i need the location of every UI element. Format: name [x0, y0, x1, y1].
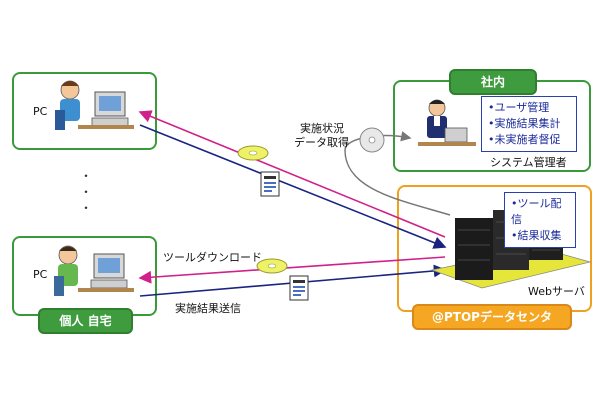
datacenter-feature-result-collection: •結果収集 — [511, 229, 562, 242]
arrow-datacenter-to-top-pc — [138, 110, 446, 238]
send-label: 実施結果送信 — [175, 302, 241, 315]
pc-bottom-label: PC — [33, 268, 48, 281]
office-feature-reminder: •未実施者督促 — [488, 133, 561, 146]
datacenter-features-box: •ツール配信 •結果収集 — [504, 192, 576, 248]
cd-icon-status — [359, 127, 385, 153]
document-icon-top — [260, 171, 280, 197]
office-features-box: •ユーザ管理 •実施結果集計 •未実施者督促 — [481, 96, 577, 152]
document-icon-bottom — [289, 275, 309, 301]
cd-icon-top — [237, 145, 269, 161]
status-label-line1: 実施状況 — [300, 122, 344, 135]
status-label-line2: データ取得 — [294, 136, 349, 149]
datacenter-feature-tool-delivery: •ツール配信 — [511, 197, 562, 226]
office-feature-user-management: •ユーザ管理 — [488, 101, 550, 114]
arrow-top-pc-to-datacenter — [139, 124, 447, 249]
admin-caption: システム管理者 — [490, 156, 567, 169]
arrow-datacenter-to-bottom-pc — [138, 256, 446, 284]
home-pc-top-box — [12, 72, 157, 150]
pc-user-bottom-illustration — [54, 245, 134, 296]
admin-illustration — [418, 99, 476, 146]
download-label: ツールダウンロード — [163, 251, 262, 264]
office-feature-results-aggregation: •実施結果集計 — [488, 117, 561, 130]
home-tag: 個人 自宅 — [38, 308, 133, 334]
pc-user-top-illustration — [55, 80, 134, 130]
datacenter-tag: @PTOPデータセンタ — [412, 304, 572, 330]
home-pc-bottom-box — [12, 236, 157, 316]
pc-top-label: PC — [33, 105, 48, 118]
vertical-dots: ・ ・ ・ — [80, 169, 93, 215]
office-tag: 社内 — [449, 69, 537, 95]
server-label: Webサーバ — [528, 285, 585, 298]
cd-icon-bottom — [256, 258, 288, 274]
